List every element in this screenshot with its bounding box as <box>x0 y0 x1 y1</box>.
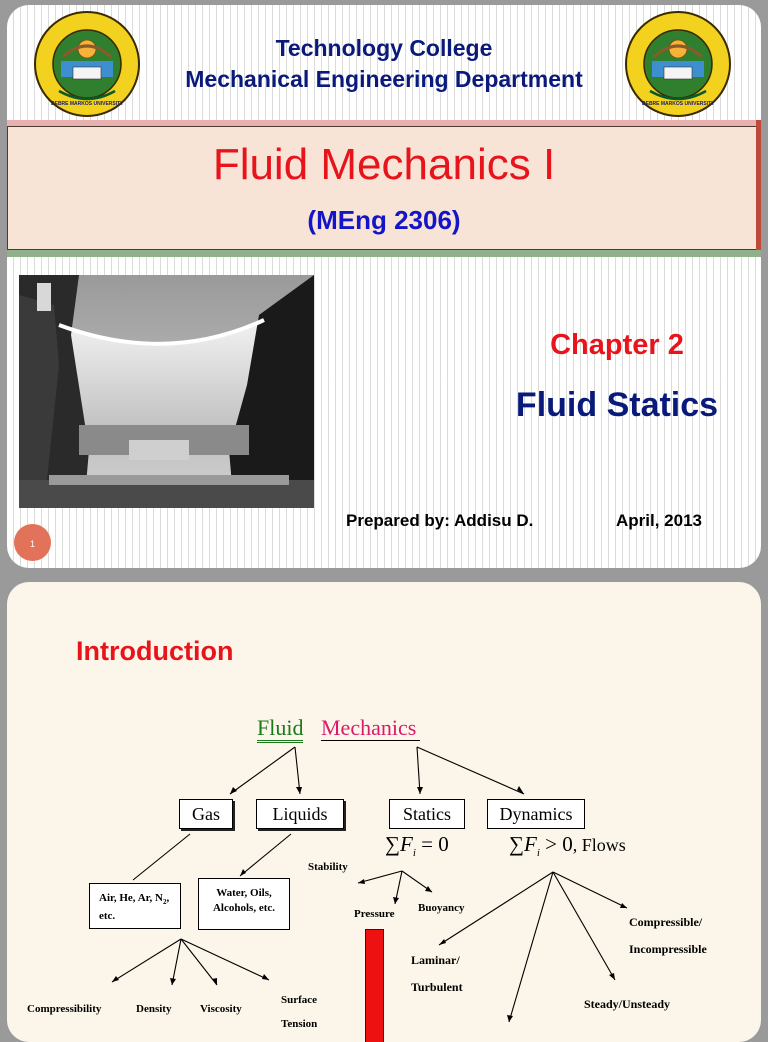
title-band <box>7 126 757 250</box>
root-fluid: Fluid <box>257 716 304 743</box>
course-title: Fluid Mechanics I <box>212 140 556 189</box>
liquid-examples-box: Water, Oils, Alcohols, etc. <box>198 878 290 930</box>
gas-examples-box: Air, He, Ar, N2, etc. <box>89 883 181 929</box>
title-band-top-rule <box>7 120 761 126</box>
node-dynamics: Dynamics <box>487 799 585 829</box>
property-compressibility: Compressibility <box>27 1003 102 1015</box>
chapter-title: Fluid Statics <box>515 386 719 424</box>
dynamics-laminar: Laminar/ Turbulent <box>411 953 463 994</box>
statics-pressure: Pressure <box>354 908 395 920</box>
dam-photo <box>19 275 314 508</box>
prepared-by: Prepared by: Addisu D. <box>346 511 534 530</box>
slide-heading: Introduction <box>76 636 234 666</box>
property-surface-tension: Surface Tension <box>281 994 318 1030</box>
introduction-slide: Introduction <box>7 582 761 1042</box>
chapter-label: Chapter 2 <box>550 329 684 361</box>
property-density: Density <box>136 1003 172 1015</box>
root-mechanics: Mechanics <box>321 716 421 741</box>
slide-number: 1 <box>29 539 35 549</box>
statics-equation: ∑Fi = 0 <box>385 832 449 860</box>
pressure-bar <box>365 929 384 1042</box>
course-code: (MEng 2306) <box>307 205 461 235</box>
college-name: Technology College <box>275 35 493 61</box>
title-band-right-edge <box>756 120 761 257</box>
property-viscosity: Viscosity <box>200 1003 242 1015</box>
statics-stability: Stability <box>308 861 348 873</box>
tree-connectors <box>111 746 628 1023</box>
slide-number-badge: 1 <box>14 524 51 561</box>
title-slide: DEBRE MARKOS UNIVERSITY DEBRE MARKOS UNI… <box>7 5 761 568</box>
dynamics-steady: Steady/Unsteady <box>584 997 671 1011</box>
dynamics-equation: ∑Fi > 0, Flows <box>509 832 626 860</box>
logo-caption-right: DEBRE MARKOS UNIVERSITY <box>642 101 714 107</box>
node-liquids: Liquids <box>256 799 344 829</box>
statics-buoyancy: Buoyancy <box>418 902 465 914</box>
node-statics: Statics <box>389 799 465 829</box>
dynamics-compressible: Compressible/ Incompressible <box>629 915 707 956</box>
logo-caption-left: DEBRE MARKOS UNIVERSITY <box>51 101 123 107</box>
university-logo-left <box>33 9 141 119</box>
title-band-bottom-rule <box>7 250 761 257</box>
node-gas: Gas <box>179 799 233 829</box>
university-logo-right <box>624 9 732 119</box>
department-name: Mechanical Engineering Department <box>185 66 583 92</box>
prepared-date: April, 2013 <box>616 511 702 530</box>
